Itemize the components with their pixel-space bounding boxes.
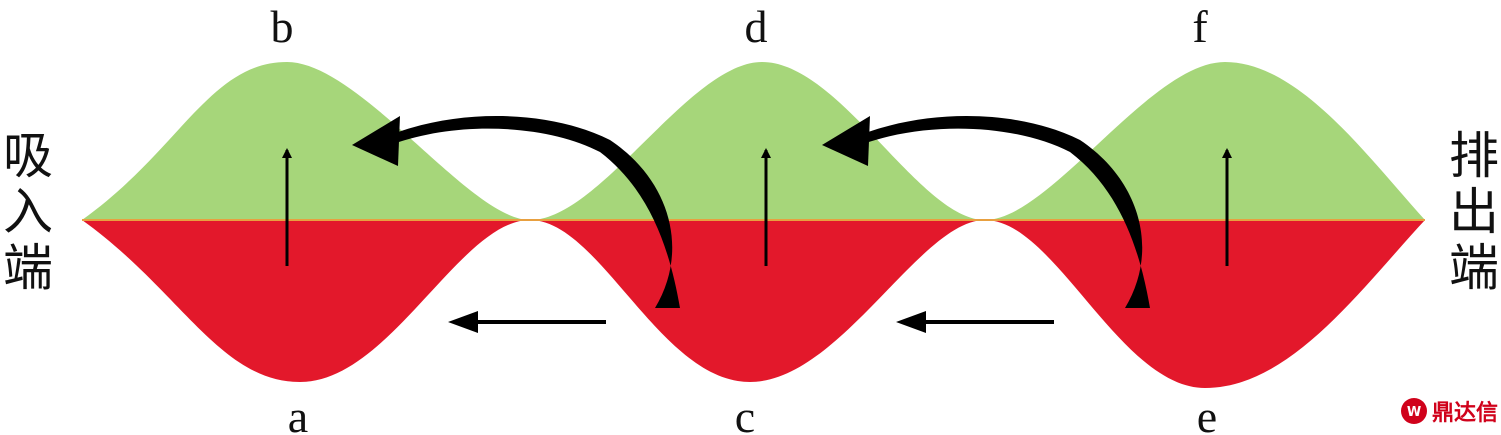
left-arrow-middle — [448, 311, 606, 333]
watermark-logo-icon: W — [1401, 398, 1427, 424]
label-d: d — [745, 1, 768, 52]
watermark: W 鼎达信 — [1400, 394, 1498, 428]
label-b: b — [271, 1, 294, 52]
inlet-char-3: 端 — [3, 239, 53, 297]
curved-arrow-left — [352, 116, 680, 308]
outlet-end-label: 排 出 端 — [1446, 128, 1501, 296]
curved-arrow-right — [822, 116, 1150, 308]
outlet-char-3: 端 — [1449, 239, 1499, 297]
outlet-char-2: 出 — [1449, 183, 1499, 241]
inlet-char-2: 入 — [3, 183, 53, 241]
outlet-char-1: 排 — [1449, 127, 1499, 185]
inlet-end-label: 吸 入 端 — [0, 128, 56, 296]
label-a: a — [288, 391, 308, 435]
svg-text:W: W — [1407, 405, 1421, 420]
upper-green-region — [82, 62, 1425, 220]
watermark-text: 鼎达信 — [1432, 401, 1499, 426]
left-arrow-right — [896, 311, 1054, 333]
label-c: c — [735, 391, 755, 435]
lower-red-region — [82, 220, 1425, 388]
label-f: f — [1192, 1, 1208, 52]
label-e: e — [1197, 391, 1217, 435]
inlet-char-1: 吸 — [3, 127, 53, 185]
